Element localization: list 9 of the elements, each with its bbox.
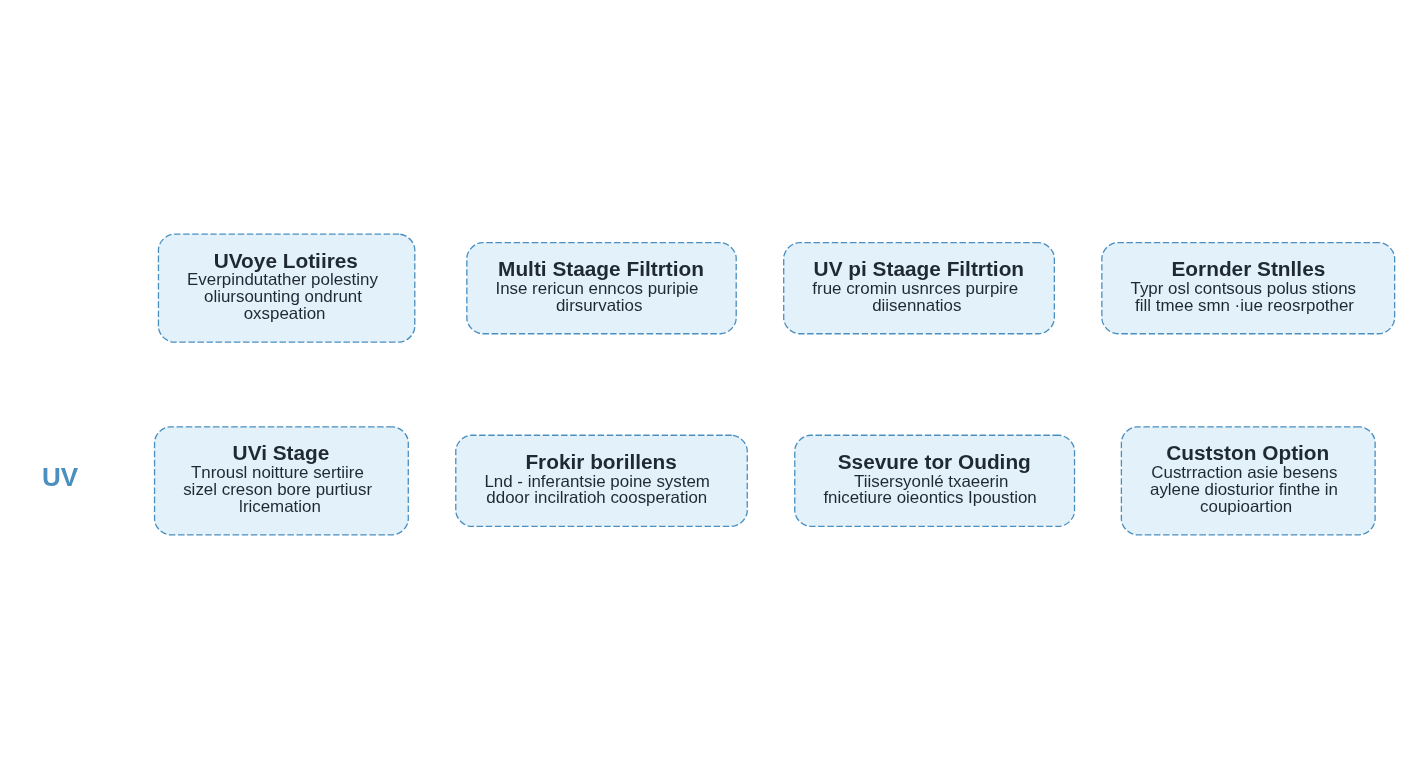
node-box: Frokir borillens Lnd - inferantsie poine system ddoor incilratioh coosperation [455,434,748,527]
node-box: UVoye Lotiires Everpindutather polestiny oliursounting ondrunt oxspeation [157,233,416,343]
node-box: Eornder Stnlles Typr osl contsous polus stions fill tmee smn ·iue reosrpother [1101,241,1396,334]
label: UV [41,461,79,492]
node-box: UVi Stage Tnrousl noitture sertiire sizel creson bore purtiusr lricemation [153,425,409,535]
node-box: Custston Option Custrraction asie besens aylene diosturior finthe in coupioartion [1120,425,1376,535]
node-box: UV pi Staage Filtrtion frue cromin usnrces purpire diisennatios [783,241,1055,334]
node-box: Multi Staage Filtrtion Inse rericun enncos puripie dirsurvatios [466,241,737,334]
node-box: Ssevure tor Ouding Tiisersyonlé txaeerin fnicetiure oieontics Ipoustion [794,434,1076,527]
